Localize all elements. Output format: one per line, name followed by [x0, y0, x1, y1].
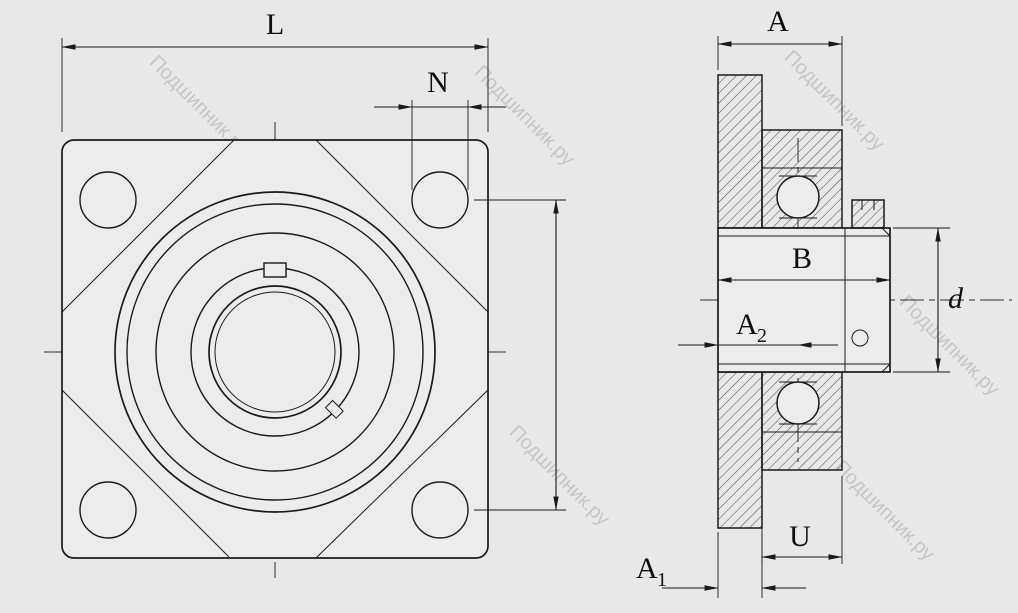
dim-label-A1-base: A — [636, 552, 658, 585]
bolt-hole-top-right — [411, 171, 469, 229]
dimension-N: N — [374, 66, 506, 190]
bore-circle-inner — [214, 291, 336, 413]
inner-ring-sleeve — [717, 227, 891, 373]
front-view: L N — [44, 8, 566, 578]
dimension-U: U — [761, 476, 843, 564]
dim-label-U: U — [789, 520, 811, 553]
dimension-L: L — [61, 8, 489, 132]
dimension-A1: A 1 — [636, 532, 806, 598]
flange-plate-section-top — [717, 74, 763, 229]
dim-label-A1-sub: 1 — [657, 569, 667, 591]
dim-label-L: L — [266, 8, 284, 41]
set-screw-hole — [851, 329, 869, 347]
set-screw-front — [263, 262, 287, 278]
bearing-ball-bottom — [776, 381, 820, 425]
corner-contour-bottom-left — [61, 389, 231, 559]
housing-boss-inner-circle — [126, 203, 424, 501]
set-screw-section — [851, 199, 885, 229]
dim-label-A2-sub: 2 — [757, 325, 767, 347]
dim-label-A: A — [767, 5, 789, 38]
bolt-hole-bottom-right — [411, 481, 469, 539]
bolt-hole-bottom-left — [79, 481, 137, 539]
flange-plate-section-bottom — [717, 371, 763, 529]
housing-boss-outer-circle — [114, 191, 436, 513]
bolt-hole-top-left — [79, 171, 137, 229]
bore-circle-outer — [208, 285, 342, 419]
dimension-bolt-spacing — [474, 199, 566, 511]
watermark-text: Подшипник.ру — [505, 421, 614, 530]
dimension-A2: A 2 — [678, 308, 838, 348]
dim-label-A2-base: A — [736, 308, 758, 341]
watermark-text: Подшипник.ру — [830, 456, 939, 565]
bearing-ball-top — [776, 175, 820, 219]
dim-label-B: B — [792, 242, 812, 275]
dim-label-N: N — [427, 66, 449, 99]
flange-square-outline — [61, 139, 489, 559]
side-section-view: A B d A 2 U — [636, 5, 1012, 598]
corner-contour-bottom-right — [315, 389, 489, 559]
collar-chamfer-bottom — [881, 363, 891, 373]
corner-contour-top-right — [315, 139, 489, 313]
housing-seat-circle — [155, 232, 395, 472]
corner-contour-top-left — [61, 139, 235, 313]
dim-label-d: d — [948, 282, 964, 315]
bore-notch — [324, 399, 344, 419]
dimension-d: d — [893, 227, 964, 373]
dimension-A: A — [717, 5, 843, 126]
dimension-B: B — [717, 242, 891, 283]
collar-chamfer-top — [881, 227, 891, 237]
